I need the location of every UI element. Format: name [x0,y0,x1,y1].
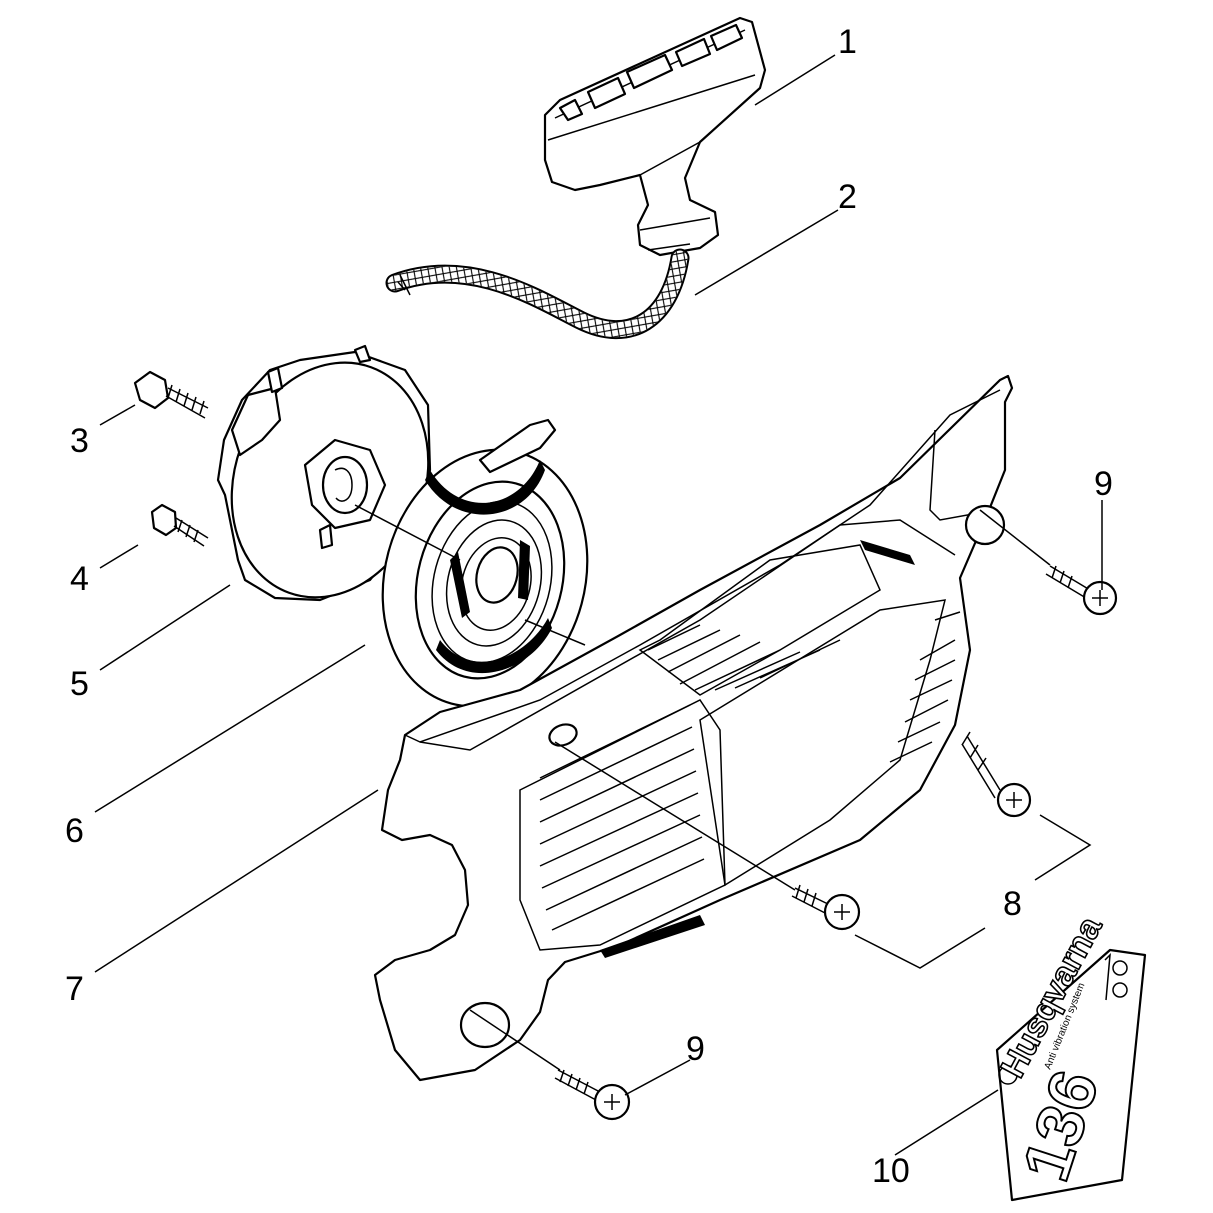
callout-numbers: 1 2 3 4 5 6 7 8 9 9 10 [65,23,1113,1190]
callout-6: 6 [65,812,84,850]
screw-8-upper [961,731,1032,818]
callout-3: 3 [70,422,89,460]
starter-pulley [216,344,432,602]
callout-9-lower: 9 [686,1030,705,1068]
callout-4: 4 [70,560,89,598]
decal-label: Husqvarna Anti vibration system 136 [993,909,1147,1202]
callout-7: 7 [65,970,84,1008]
husqvarna-logo-icon [998,1065,1018,1085]
screw-4 [150,503,209,547]
recoil-spring [381,418,589,708]
callout-8: 8 [1003,885,1022,923]
starter-rope [385,248,690,339]
callout-9-upper: 9 [1094,465,1113,503]
callout-2: 2 [838,178,857,216]
screw-8-lower [791,884,861,931]
screw-3 [133,370,209,419]
starter-housing [373,374,1014,1082]
starter-handle [543,16,767,257]
screw-9-lower [554,1069,631,1121]
screw-9-upper [1045,565,1118,616]
leader-lines [94,54,1103,1156]
callout-1: 1 [838,23,857,61]
callout-10: 10 [872,1152,910,1190]
callout-5: 5 [70,665,89,703]
